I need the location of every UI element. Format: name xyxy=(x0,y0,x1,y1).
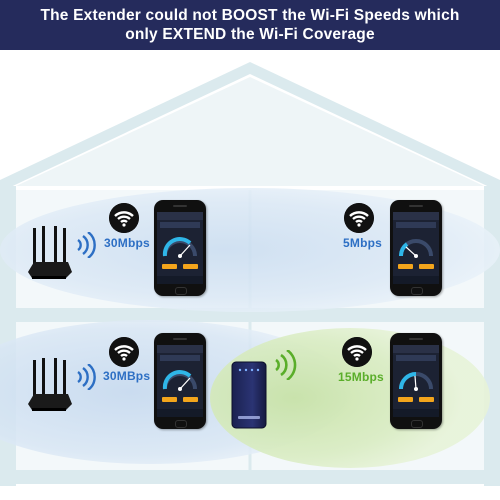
header-line-1: The Extender could not BOOST the Wi-Fi S… xyxy=(40,7,460,24)
house-attic xyxy=(16,77,484,186)
phone-speedtest-icon xyxy=(154,333,206,429)
signal-waves-icon xyxy=(77,232,96,258)
signal-waves-icon xyxy=(275,350,297,380)
wifi-icon xyxy=(109,203,139,233)
router-icon xyxy=(28,358,72,411)
speed-label-top-right: 5Mbps xyxy=(343,236,383,250)
header-line-2: only EXTEND the Wi-Fi Coverage xyxy=(125,26,375,43)
signal-waves-icon xyxy=(77,364,96,390)
header-banner: The Extender could not BOOST the Wi-Fi S… xyxy=(0,0,500,50)
wifi-icon xyxy=(342,337,372,367)
router-icon xyxy=(28,226,72,279)
wifi-icon xyxy=(344,203,374,233)
house-floor-bottom xyxy=(0,470,500,484)
phone-speedtest-icon xyxy=(154,200,206,296)
speed-label-bottom-left: 30MBps xyxy=(103,369,151,383)
phone-speedtest-icon xyxy=(390,333,442,429)
extender-icon xyxy=(231,361,267,429)
wifi-icon xyxy=(109,337,139,367)
phone-speedtest-icon xyxy=(390,200,442,296)
speed-label-bottom-right: 15Mbps xyxy=(338,370,384,384)
speed-label-top-left: 30Mbps xyxy=(104,236,150,250)
